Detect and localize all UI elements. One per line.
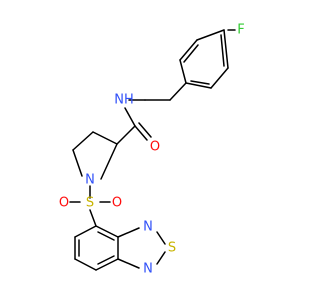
thiadiazole-n-bottom-label: N: [143, 262, 153, 277]
benzothiadiazole-ring: [74, 225, 166, 271]
bond: [92, 131, 118, 145]
carbonyl-double-2: [138, 122, 152, 138]
sulfonyl-o-right-label: O: [112, 196, 122, 211]
bond: [223, 29, 229, 69]
structure-diagram: F NH O N S O O N S N: [59, 23, 245, 277]
bond: [179, 39, 198, 61]
bond: [179, 59, 187, 84]
bond: [190, 80, 210, 85]
bond: [210, 67, 229, 89]
thiadiazole-n-top-label: N: [143, 220, 153, 235]
fluorine-label: F: [237, 23, 244, 38]
carbonyl-o-label: O: [150, 140, 160, 155]
bond: [97, 255, 115, 265]
bond: [117, 258, 140, 269]
bond: [72, 149, 83, 177]
fluorophenyl-ring: [179, 29, 236, 89]
molecule-canvas: F NH O N S O O N S N: [58, 22, 245, 277]
bond: [100, 143, 118, 180]
bond: [220, 34, 225, 67]
bond: [156, 231, 166, 245]
thiadiazole-s-label: S: [168, 241, 176, 256]
bond: [97, 231, 115, 241]
sulfonyl-s-label: S: [86, 196, 94, 211]
bond: [95, 258, 119, 271]
amide-bond: [124, 107, 136, 127]
piperidine-n-label: N: [85, 173, 95, 188]
sulfonyl-o-left-label: O: [59, 196, 69, 211]
bond: [156, 251, 166, 265]
bond: [185, 82, 212, 89]
piperidine-ring: [72, 125, 136, 180]
ethyl-bond-1: [169, 82, 187, 101]
bond: [74, 258, 97, 271]
s-aryl-bond: [89, 209, 97, 227]
bond: [95, 225, 119, 238]
carbonyl-double-1: [134, 125, 148, 141]
amide-nh-label: NH: [114, 93, 134, 108]
bond: [72, 131, 94, 151]
bond: [183, 44, 199, 63]
bond: [196, 29, 225, 41]
bond: [116, 125, 136, 145]
bond: [117, 227, 140, 238]
bond: [74, 225, 97, 238]
